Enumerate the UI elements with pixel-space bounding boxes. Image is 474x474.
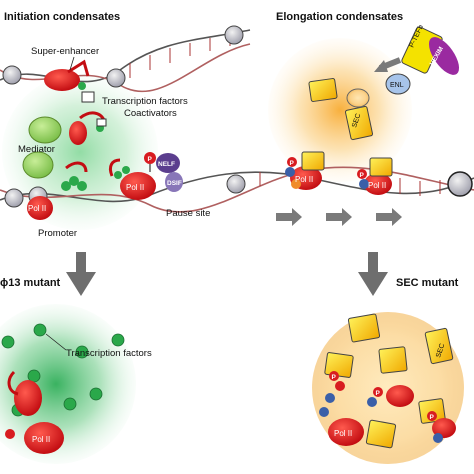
pol-ii-sec-mutant-1 — [328, 418, 364, 446]
tf-dot-4 — [69, 176, 79, 186]
pol-ii-mediator — [69, 121, 87, 145]
phospho-p-elong-1: P — [290, 160, 295, 167]
coactivator-square-2 — [96, 118, 107, 127]
label-transcription-factors: Transcription factors — [102, 96, 188, 107]
label-super-enhancer: Super-enhancer — [31, 46, 99, 57]
label-right-mutant: SEC mutant — [396, 277, 459, 289]
pol-ii-label-sec-mutant: Pol II — [334, 429, 352, 438]
elongation-direction-arrows — [276, 208, 402, 226]
pol-ii-enhancer — [44, 69, 80, 91]
tf-dot-7 — [122, 166, 130, 174]
mediator-lower — [22, 151, 54, 179]
label-tf-bottom: Transcription factors — [66, 348, 152, 359]
phospho-p-sec-1: P — [332, 374, 337, 381]
ctd-phospho-chain-1 — [319, 371, 345, 417]
phospho-p-elong-2: P — [360, 172, 365, 179]
tf-dot-3 — [61, 181, 71, 191]
pol-ii-mutant-2 — [24, 422, 64, 454]
pol-ii-mutant-1 — [14, 380, 42, 416]
sec-square-1 — [308, 78, 338, 102]
sec-square-2 — [344, 105, 374, 141]
sec-squares-bottom — [324, 313, 454, 449]
tf-tail-paused — [108, 158, 121, 177]
label-pause-site: Pause site — [166, 208, 210, 219]
label-promoter: Promoter — [38, 228, 77, 239]
phospho-p-mutant — [5, 429, 15, 439]
nelf-complex — [156, 153, 180, 173]
nucleosome-group — [2, 25, 473, 208]
tf-dot-5 — [77, 181, 87, 191]
down-arrow-left — [66, 252, 96, 296]
leader-tf-bottom — [45, 333, 67, 351]
tf-tail-bottom — [7, 370, 19, 396]
phospho-p-paused — [144, 152, 156, 164]
label-coactivators: Coactivators — [124, 108, 177, 119]
arrow-ptefb-head — [374, 60, 388, 72]
ctd-phospho-chain-3 — [427, 411, 443, 443]
enl-protein — [385, 73, 411, 95]
pol-ii-label-mutant: Pol II — [32, 435, 50, 444]
pol-ii-label-elong-1: Pol II — [295, 175, 313, 184]
label-left-mutant: ɸ13 mutant — [0, 277, 61, 289]
dsif-complex — [165, 172, 183, 192]
header-elongation-condensates: Elongation condensates — [276, 11, 403, 23]
tf-dots-bottom — [1, 323, 125, 417]
phospho-p-sec-3: P — [430, 414, 435, 421]
nelf-label: NELF — [158, 161, 175, 168]
tf-dot-6 — [114, 171, 122, 179]
ctd-phospho-chain-2 — [367, 387, 383, 407]
pol-ii-sec-mutant-2 — [386, 385, 414, 407]
mutant-green-condensate — [0, 304, 136, 464]
leader-super-enhancer — [69, 56, 75, 71]
pol-ii-label-paused: Pol II — [126, 183, 144, 192]
bead-1 — [346, 88, 370, 108]
sec-label-top: SEC — [351, 113, 362, 129]
elongating-pol-ii-1 — [285, 151, 325, 190]
label-mediator: Mediator — [18, 144, 55, 155]
tf-tail-mediator — [79, 111, 106, 121]
hexim-protein — [428, 37, 460, 75]
coactivator-square — [81, 91, 95, 103]
phospho-p-paused-label: P — [148, 156, 153, 163]
down-arrow-right — [358, 252, 388, 296]
elongating-pol-ii-2 — [357, 157, 393, 195]
dsif-label: DSIF — [167, 180, 182, 187]
mediator-upper — [28, 116, 62, 144]
pol-ii-label-elong-2: Pol II — [368, 181, 386, 190]
enl-label: ENL — [390, 82, 404, 89]
dna-strand-upper — [0, 29, 251, 93]
pol-ii-paused — [120, 172, 156, 200]
elongation-condensate-halo — [268, 38, 412, 182]
pol-ii-promoter — [27, 196, 53, 220]
tf-tail-enhancer — [67, 59, 90, 77]
tf-dot — [78, 82, 86, 90]
header-initiation-condensates: Initiation condensates — [4, 11, 120, 23]
sec-label-bottom: SEC — [435, 343, 446, 359]
pol-ii-label-promoter: Pol II — [28, 204, 46, 213]
tf-tail-promoter — [65, 161, 88, 173]
phospho-p-sec-2: P — [376, 390, 381, 397]
